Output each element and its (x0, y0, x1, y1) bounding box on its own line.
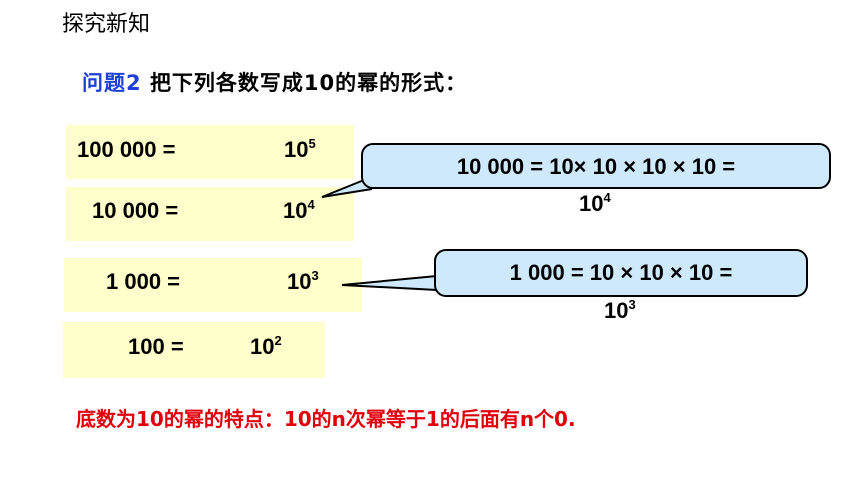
answer-box-3 (64, 258, 362, 312)
question-text: 把下列各数写成10的幂的形式： (149, 71, 468, 95)
footer-conclusion: 底数为10的幂的特点：10的n次幂等于1的后面有n个0. (76, 407, 576, 431)
answer-box-2 (66, 187, 354, 241)
callout-2-result-exponent: 3 (628, 297, 636, 312)
row-4-power: 102 (250, 334, 282, 360)
callout-2-result: 103 (604, 298, 636, 324)
callout-1: 10 000 = 10× 10 × 10 × 10 = (361, 143, 831, 189)
answer-box-1 (66, 125, 354, 179)
row-3-power: 103 (287, 269, 319, 295)
row-3-base: 10 (287, 269, 312, 294)
callout-2: 1 000 = 10 × 10 × 10 = (434, 249, 808, 297)
row-3-exponent: 3 (311, 268, 319, 283)
row-4-base: 10 (250, 334, 275, 359)
section-title: 探究新知 (62, 12, 151, 37)
row-1-power: 105 (284, 137, 316, 163)
callout-2-expression: 1 000 = 10 × 10 × 10 = (509, 260, 733, 285)
callout-1-result: 104 (579, 191, 611, 217)
callout-1-expression: 10 000 = 10× 10 × 10 × 10 = (456, 154, 736, 179)
row-2-number: 10 000 = (92, 198, 179, 223)
row-2-power: 104 (283, 198, 315, 224)
callout-2-result-base: 10 (604, 298, 629, 323)
callout-1-result-exponent: 4 (603, 190, 611, 205)
callout-2-pointer (341, 275, 438, 291)
question-label: 问题2 (82, 71, 142, 95)
answer-box-4 (63, 322, 325, 378)
row-1-base: 10 (284, 137, 309, 162)
question-heading: 问题2 把下列各数写成10的幂的形式： (82, 67, 467, 97)
callout-1-pointer (321, 179, 373, 198)
row-2-exponent: 4 (307, 197, 315, 212)
row-4-number: 100 = (128, 334, 184, 359)
row-1-number: 100 000 = (77, 137, 176, 162)
row-3-number: 1 000 = (106, 269, 181, 294)
row-1-exponent: 5 (308, 136, 316, 151)
callout-1-result-base: 10 (579, 191, 604, 216)
row-2-base: 10 (283, 198, 308, 223)
row-4-exponent: 2 (274, 333, 282, 348)
